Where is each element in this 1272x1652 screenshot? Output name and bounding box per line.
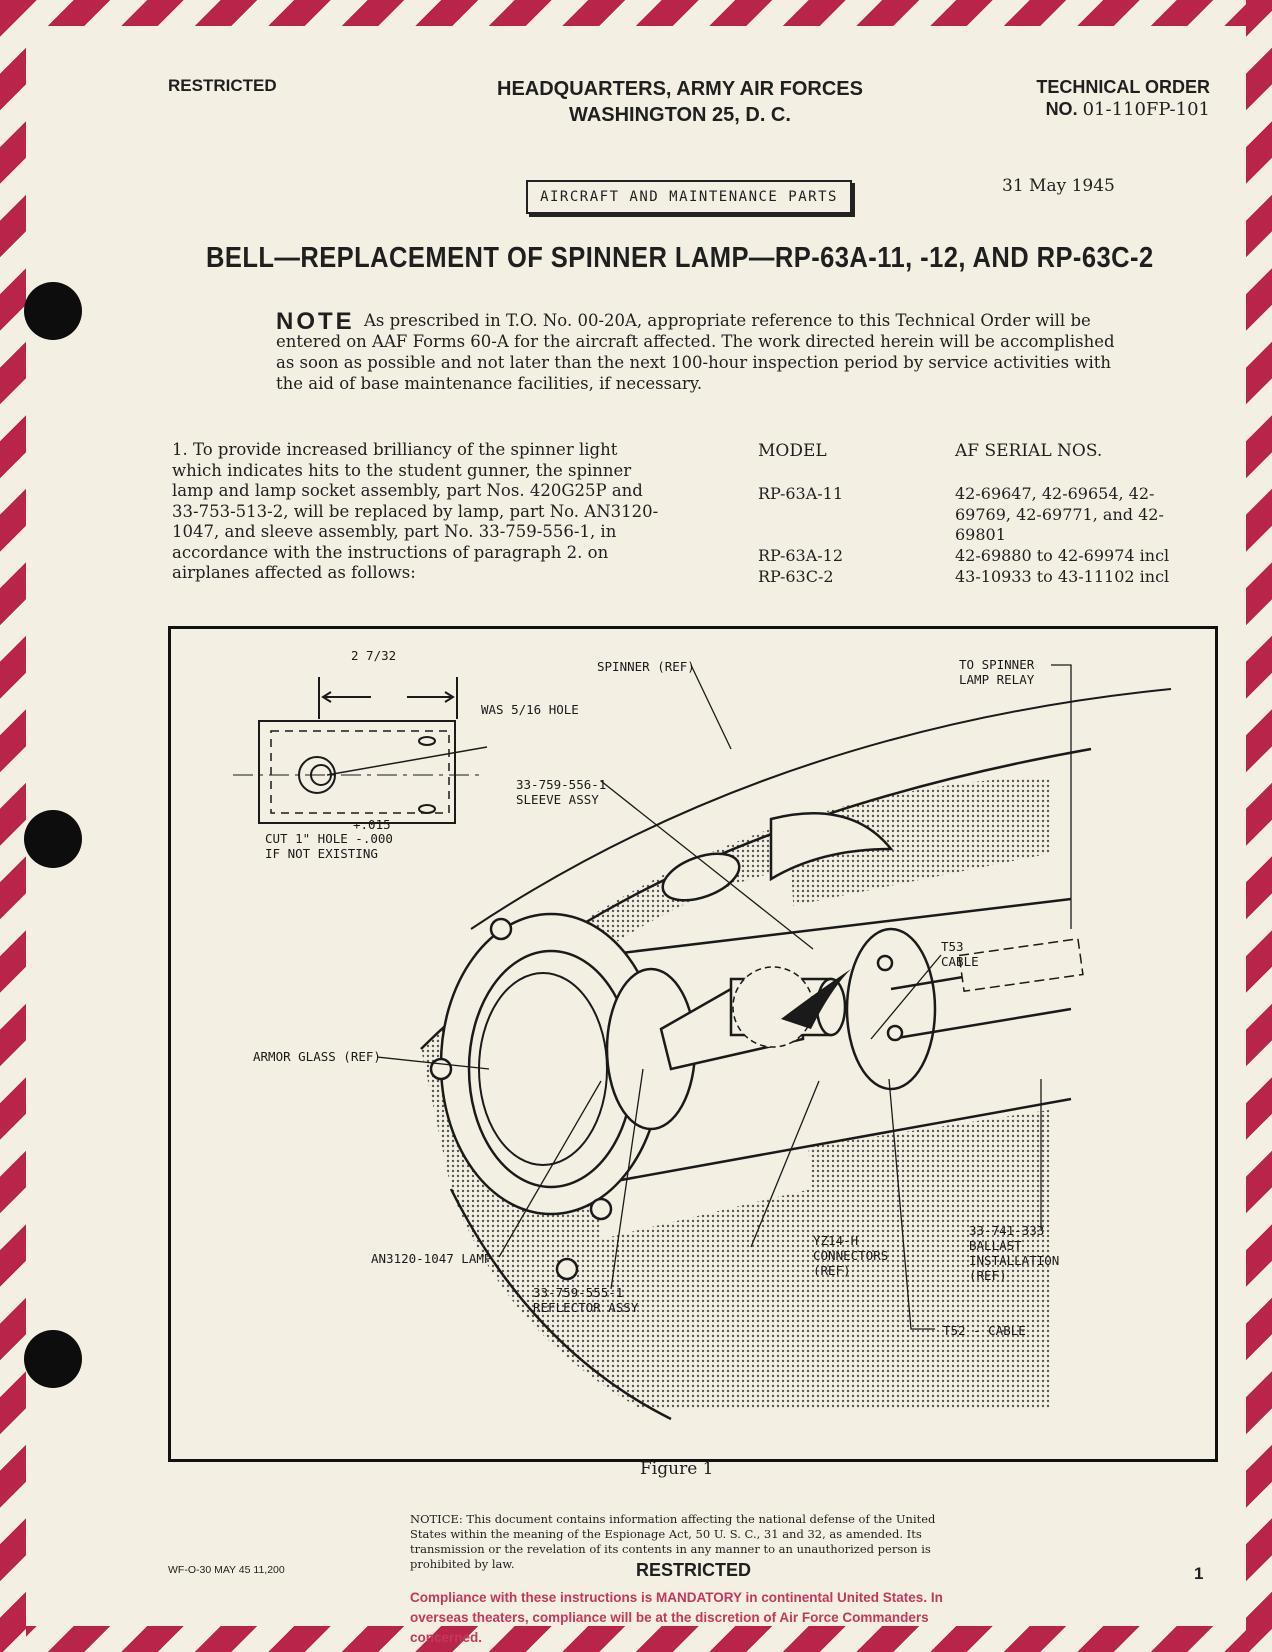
tolerance-callout: +.015 [353, 817, 391, 832]
page-number: 1 [1194, 1564, 1204, 1583]
spinner-callout: SPINNER (REF) [597, 659, 695, 674]
technical-order-number: NO. 01-110FP-101 [960, 98, 1210, 121]
dimension-callout: 2 7/32 [351, 648, 397, 663]
table-header-model: MODEL [758, 441, 827, 461]
was-hole-callout: WAS 5/16 HOLE [481, 702, 579, 717]
document-title: BELL—REPLACEMENT OF SPINNER LAMP—RP-63A-… [206, 242, 1154, 274]
leader-lines [376, 664, 1072, 1330]
punch-hole-top [24, 282, 82, 340]
striped-border-left [0, 0, 26, 1652]
punch-hole-middle [24, 810, 82, 868]
striped-border-right [1246, 0, 1272, 1652]
technical-order-label: TECHNICAL ORDER [1036, 77, 1210, 97]
to-no-value: 01-110FP-101 [1082, 99, 1210, 120]
to-no-prefix: NO. [1045, 99, 1078, 119]
t53-callout: T53 CABLE [941, 939, 979, 969]
print-code: WF-O-30 MAY 45 11,200 [168, 1564, 285, 1576]
model-cell: RP-63A-11 [758, 484, 844, 503]
serial-cell: 42-69647, 42-69654, 42-69769, 42-69771, … [955, 484, 1164, 544]
classification-top: RESTRICTED [168, 76, 277, 95]
compliance-stamp: Compliance with these instructions is MA… [410, 1590, 943, 1645]
note-label: NOTE [276, 308, 355, 335]
hq-line-2: WASHINGTON 25, D. C. [569, 104, 791, 126]
reflector-callout: 33-759-555-1 REFLECTOR ASSY [533, 1285, 639, 1315]
spinner-lamp-diagram [233, 664, 1172, 1421]
paragraph-1: 1. To provide increased brilliancy of th… [172, 440, 659, 582]
model-cell: RP-63C-2 [758, 567, 834, 586]
to-spinner-callout: TO SPINNER LAMP RELAY [959, 657, 1035, 687]
striped-border-top [0, 0, 1272, 26]
figure-1-frame: 2 7/32 WAS 5/16 HOLE +.015 CUT 1" HOLE -… [168, 626, 1218, 1462]
bracket-detail [233, 677, 488, 824]
category-box: AIRCRAFT AND MAINTENANCE PARTS [526, 180, 852, 214]
note-text: As prescribed in T.O. No. 00-20A, approp… [276, 311, 1115, 393]
headquarters-block: HEADQUARTERS, ARMY AIR FORCES WASHINGTON… [470, 76, 890, 128]
if-not-existing-callout: IF NOT EXISTING [265, 846, 378, 861]
security-notice: NOTICE: This document contains informati… [410, 1512, 936, 1571]
yz14-callout: YZ14-H CONNECTORS (REF) [813, 1233, 889, 1278]
spinner-assembly [420, 688, 1172, 1421]
armor-glass-callout: ARMOR GLASS (REF) [253, 1049, 381, 1064]
issue-date: 31 May 1945 [1002, 176, 1115, 196]
figure-caption: Figure 1 [640, 1459, 714, 1479]
hq-line-1: HEADQUARTERS, ARMY AIR FORCES [497, 78, 863, 100]
serial-cell: 42-69880 to 42-69974 incl [955, 546, 1170, 565]
technical-order-block: TECHNICAL ORDER NO. 01-110FP-101 [960, 76, 1210, 121]
punch-hole-bottom [24, 1330, 82, 1388]
t52-callout: T52 - CABLE [943, 1323, 1026, 1338]
striped-border-bottom [0, 1626, 1272, 1652]
table-header-serial: AF SERIAL NOS. [955, 441, 1103, 461]
lamp-callout: AN3120-1047 LAMP [371, 1251, 492, 1266]
serial-cell: 43-10933 to 43-11102 incl [955, 567, 1170, 586]
ballast-callout: 33-741-333 BALLAST INSTALLATION (REF) [969, 1223, 1060, 1283]
model-cell: RP-63A-12 [758, 546, 844, 565]
sleeve-callout: 33-759-556-1 SLEEVE ASSY [516, 777, 607, 807]
cut-hole-callout: CUT 1" HOLE -.000 [265, 831, 393, 846]
classification-bottom: RESTRICTED [636, 1560, 752, 1580]
